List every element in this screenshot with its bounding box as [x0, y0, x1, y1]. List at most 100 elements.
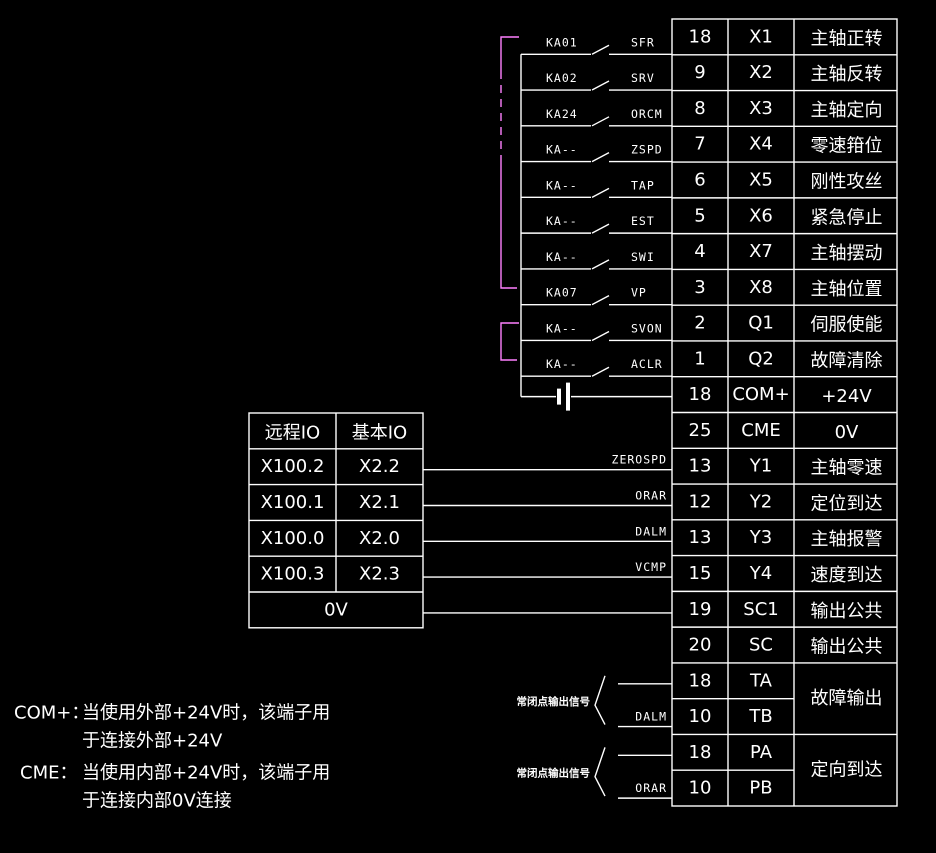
chevron-left-icon [594, 747, 606, 797]
pin-number: 18 [689, 670, 712, 691]
wire-signal-label: DALM [635, 710, 667, 724]
relay-signal-label: SFR [631, 35, 655, 49]
signal-description: 定位到达 [811, 493, 883, 514]
terminal-row: 18 PA [689, 742, 773, 763]
output-signal: DALM 常闭点输出信号 [517, 675, 672, 728]
battery-icon [566, 382, 570, 411]
switch-contact-icon [591, 223, 610, 234]
signal-name: Y3 [749, 527, 772, 548]
wire-signal-label: ORAR [635, 489, 667, 503]
signal-name: Q1 [748, 313, 774, 334]
signal-name: X3 [749, 98, 773, 119]
switch-contact-icon [591, 44, 610, 55]
io-wire: ZEROSPD [423, 453, 672, 471]
basic-io-address: X2.2 [359, 456, 400, 477]
signal-name: Y2 [749, 491, 772, 512]
basic-io-address: X2.3 [359, 564, 400, 585]
terminal-row: 18 TA [689, 670, 773, 691]
merged-description: 故障输出 [811, 688, 883, 709]
signal-name: X8 [749, 277, 773, 298]
signal-description: 主轴摆动 [811, 243, 883, 264]
signal-name: PA [750, 742, 773, 763]
chevron-left-icon [594, 675, 606, 725]
pin-number: 15 [689, 563, 712, 584]
signal-name: COM+ [732, 384, 789, 405]
pin-number: 2 [694, 313, 705, 334]
signal-description: 故障清除 [811, 350, 883, 371]
signal-name: TA [749, 670, 773, 691]
signal-description: 主轴零速 [811, 458, 883, 479]
signal-name: X2 [749, 62, 773, 83]
relay-contact-label: KA-- [546, 357, 578, 371]
relay-signal-label: TAP [631, 178, 655, 192]
header-basic-io: 基本IO [352, 422, 407, 443]
signal-description: 主轴反转 [811, 64, 883, 85]
remote-io-address: X100.0 [261, 528, 325, 549]
note-text: 于连接外部+24V [82, 731, 223, 752]
signal-description: 主轴正转 [811, 28, 883, 49]
signal-description: 速度到达 [811, 565, 883, 586]
pin-number: 7 [694, 134, 705, 155]
note-text: 当使用内部+24V时，该端子用 [82, 763, 330, 784]
bracket-group-2 [500, 322, 519, 361]
io-wire: VCMP [423, 560, 672, 578]
basic-io-address: X2.0 [359, 528, 400, 549]
note-text: 于连接内部0V连接 [82, 791, 232, 812]
relay-contact: KA-- TAP [521, 178, 672, 199]
signal-description: 紧急停止 [811, 207, 883, 228]
signal-name: Y4 [749, 563, 772, 584]
pin-number: 6 [694, 169, 705, 190]
notes: COM+：当使用外部+24V时，该端子用于连接外部+24VCME：当使用内部+2… [14, 703, 330, 812]
signal-name: X7 [749, 241, 773, 262]
relay-contact-label: KA01 [546, 35, 578, 49]
signal-description: 输出公共 [811, 637, 883, 658]
relay-contact-label: KA-- [546, 321, 578, 335]
wire-signal-label: VCMP [635, 560, 667, 574]
relay-contact-label: KA-- [546, 178, 578, 192]
pin-number: 12 [689, 491, 712, 512]
switch-contact-icon [591, 366, 610, 377]
wire-signal-label: ORAR [635, 781, 667, 795]
relay-contact: KA--ZSPD [521, 143, 672, 163]
note-text: 当使用外部+24V时，该端子用 [82, 703, 330, 724]
pin-number: 18 [689, 742, 712, 763]
relay-contact: KA--SWI [521, 250, 672, 270]
signal-name: X5 [749, 169, 773, 190]
signal-description: 输出公共 [811, 601, 883, 622]
pin-number: 13 [689, 456, 712, 477]
wire-signal-label: ZEROSPD [612, 453, 667, 467]
pin-number: 10 [689, 706, 712, 727]
pin-number: 8 [694, 98, 705, 119]
relay-contact-label: KA-- [546, 214, 578, 228]
signal-description: 主轴报警 [811, 529, 883, 550]
header-remote-io: 远程IO [265, 422, 320, 443]
relay-signal-label: ACLR [631, 357, 663, 371]
terminal-row: 13 Y1 主轴零速 [689, 456, 883, 479]
signal-name: Y1 [749, 456, 772, 477]
remote-io-address: X100.2 [261, 456, 325, 477]
pin-number: 18 [689, 384, 712, 405]
output-label: 常闭点输出信号 [517, 695, 591, 708]
signal-name: X6 [749, 205, 773, 226]
switch-contact-icon [591, 259, 610, 270]
switch-contact-icon [591, 330, 610, 342]
